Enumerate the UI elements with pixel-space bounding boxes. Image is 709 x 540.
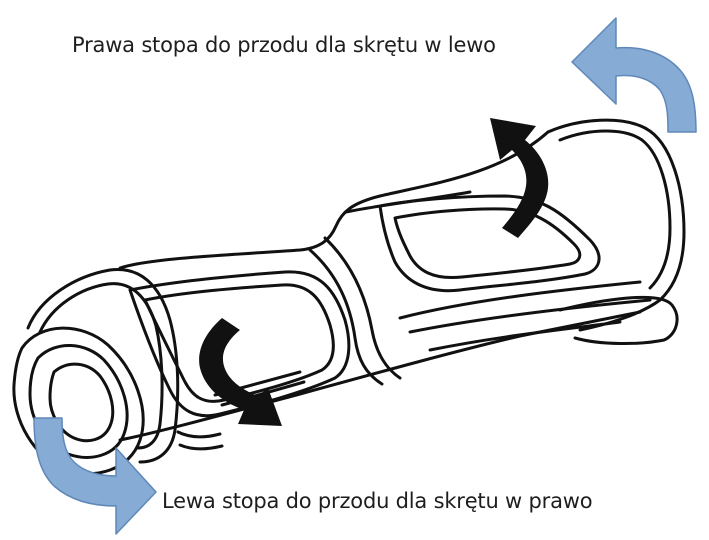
caption-right-foot-turn-left: Prawa stopa do przodu dla skrętu w lewo bbox=[72, 33, 496, 57]
board-body bbox=[118, 130, 652, 442]
left-wheel bbox=[12, 326, 145, 476]
right-wheel bbox=[558, 295, 679, 345]
turn-arrow-left bbox=[33, 417, 157, 535]
curved-arrow-icon bbox=[33, 417, 157, 535]
foot-arrow-left bbox=[199, 318, 282, 426]
foot-arrow-right bbox=[490, 118, 549, 238]
left-fender bbox=[26, 267, 180, 464]
curved-arrow-icon bbox=[571, 17, 697, 133]
right-foot-pad bbox=[378, 194, 601, 293]
turn-arrow-right bbox=[571, 17, 697, 133]
curved-arrow-icon bbox=[199, 318, 282, 426]
curved-arrow-icon bbox=[490, 118, 549, 238]
right-fender bbox=[546, 118, 686, 332]
caption-left-foot-turn-right: Lewa stopa do przodu dla skrętu w prawo bbox=[162, 489, 593, 513]
